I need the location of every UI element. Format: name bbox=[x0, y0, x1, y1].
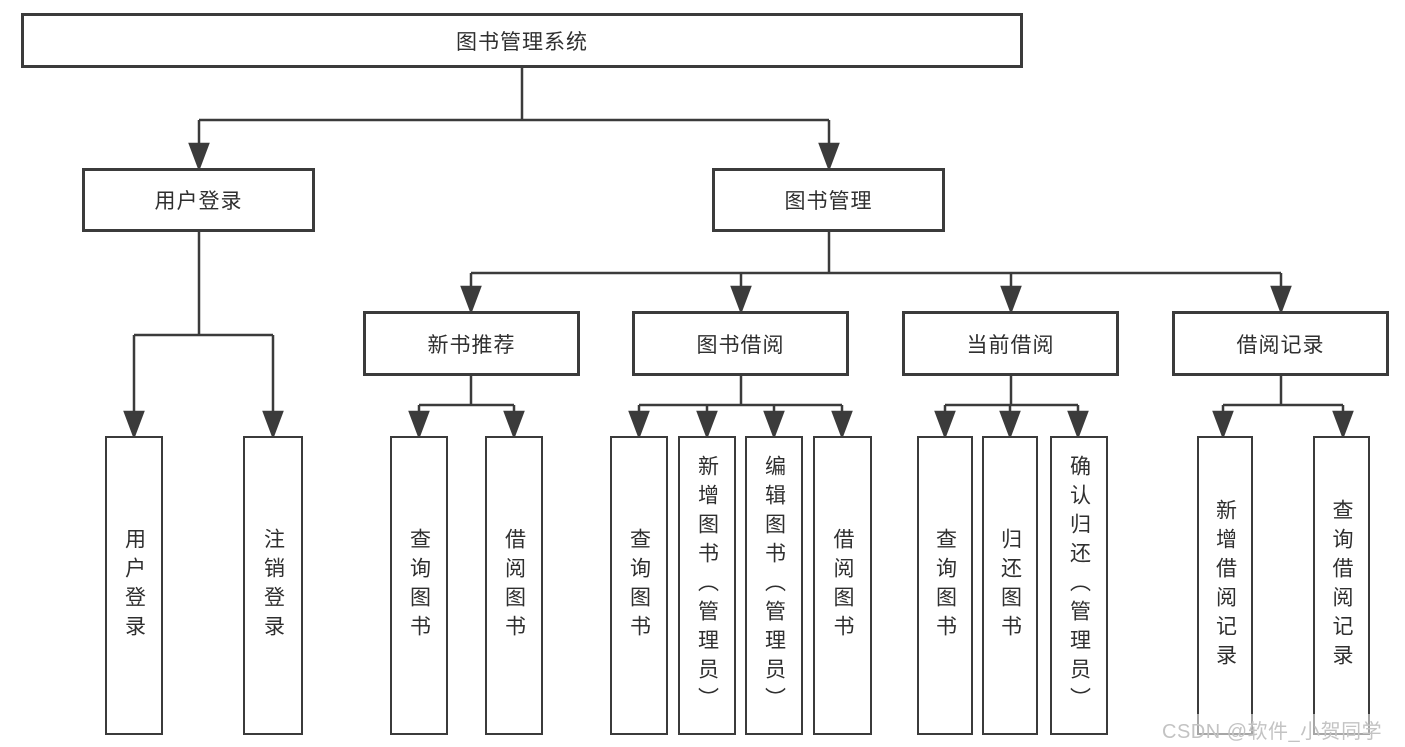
leaf-query-books-current-label: 查询图书 bbox=[933, 527, 957, 644]
node-book-management-label: 图书管理 bbox=[784, 190, 873, 213]
node-library-management-system-label: 图书管理系统 bbox=[456, 30, 588, 54]
node-borrowing-records: 借阅记录 bbox=[1172, 311, 1389, 376]
node-new-book-recommendation-label: 新书推荐 bbox=[427, 333, 516, 357]
leaf-edit-book-admin-label: 编辑图书（管理员） bbox=[762, 455, 786, 716]
leaf-borrow-books-label: 借阅图书 bbox=[831, 527, 854, 644]
connector-current-borrowing-to-leaves bbox=[934, 376, 1089, 440]
connector-borrowing-records-to-leaves bbox=[1212, 376, 1354, 440]
leaf-query-books-recommend: 查询图书 bbox=[390, 436, 448, 735]
leaf-user-login-label: 用户登录 bbox=[122, 527, 146, 644]
node-current-borrowing: 当前借阅 bbox=[902, 311, 1119, 376]
leaf-logout-login-label: 注销登录 bbox=[261, 527, 285, 644]
connector-root-to-level2 bbox=[188, 68, 840, 172]
node-library-management-system: 图书管理系统 bbox=[21, 13, 1023, 68]
leaf-add-book-admin-label: 新增图书（管理员） bbox=[695, 455, 719, 716]
leaf-return-books: 归还图书 bbox=[982, 436, 1038, 735]
connector-new-book-recommendation-to-leaves bbox=[408, 376, 525, 440]
leaf-edit-book-admin: 编辑图书（管理员） bbox=[745, 436, 803, 735]
leaf-add-book-admin: 新增图书（管理员） bbox=[678, 436, 736, 735]
leaf-query-books-recommend-label: 查询图书 bbox=[407, 527, 431, 644]
node-book-borrowing: 图书借阅 bbox=[632, 311, 849, 376]
leaf-borrow-books: 借阅图书 bbox=[813, 436, 872, 735]
leaf-add-borrow-record-label: 新增借阅记录 bbox=[1213, 498, 1237, 673]
leaf-add-borrow-record: 新增借阅记录 bbox=[1197, 436, 1253, 735]
node-book-management: 图书管理 bbox=[712, 168, 945, 232]
node-user-login-label: 用户登录 bbox=[154, 190, 243, 213]
leaf-user-login: 用户登录 bbox=[105, 436, 163, 735]
watermark: CSDN @软件_小贺同学 bbox=[1158, 714, 1387, 745]
leaf-query-books-borrowing: 查询图书 bbox=[610, 436, 668, 735]
node-new-book-recommendation: 新书推荐 bbox=[363, 311, 580, 376]
leaf-return-books-label: 归还图书 bbox=[998, 527, 1022, 644]
leaf-query-borrow-record: 查询借阅记录 bbox=[1313, 436, 1370, 735]
leaf-query-books-borrowing-label: 查询图书 bbox=[627, 527, 651, 644]
leaf-query-books-current: 查询图书 bbox=[917, 436, 973, 735]
node-current-borrowing-label: 当前借阅 bbox=[966, 333, 1055, 357]
leaf-borrow-books-recommend: 借阅图书 bbox=[485, 436, 543, 735]
node-borrowing-records-label: 借阅记录 bbox=[1236, 333, 1325, 357]
node-user-login: 用户登录 bbox=[82, 168, 315, 232]
connector-user-login-to-leaves bbox=[123, 232, 284, 440]
leaf-borrow-books-recommend-label: 借阅图书 bbox=[502, 527, 526, 644]
connector-book-borrowing-to-leaves bbox=[628, 376, 853, 440]
leaf-query-borrow-record-label: 查询借阅记录 bbox=[1330, 498, 1353, 673]
leaf-logout-login: 注销登录 bbox=[243, 436, 303, 735]
leaf-confirm-return-admin: 确认归还（管理员） bbox=[1050, 436, 1108, 735]
node-book-borrowing-label: 图书借阅 bbox=[696, 333, 785, 357]
leaf-confirm-return-admin-label: 确认归还（管理员） bbox=[1067, 455, 1091, 716]
connector-book-management-to-level3 bbox=[460, 232, 1292, 315]
